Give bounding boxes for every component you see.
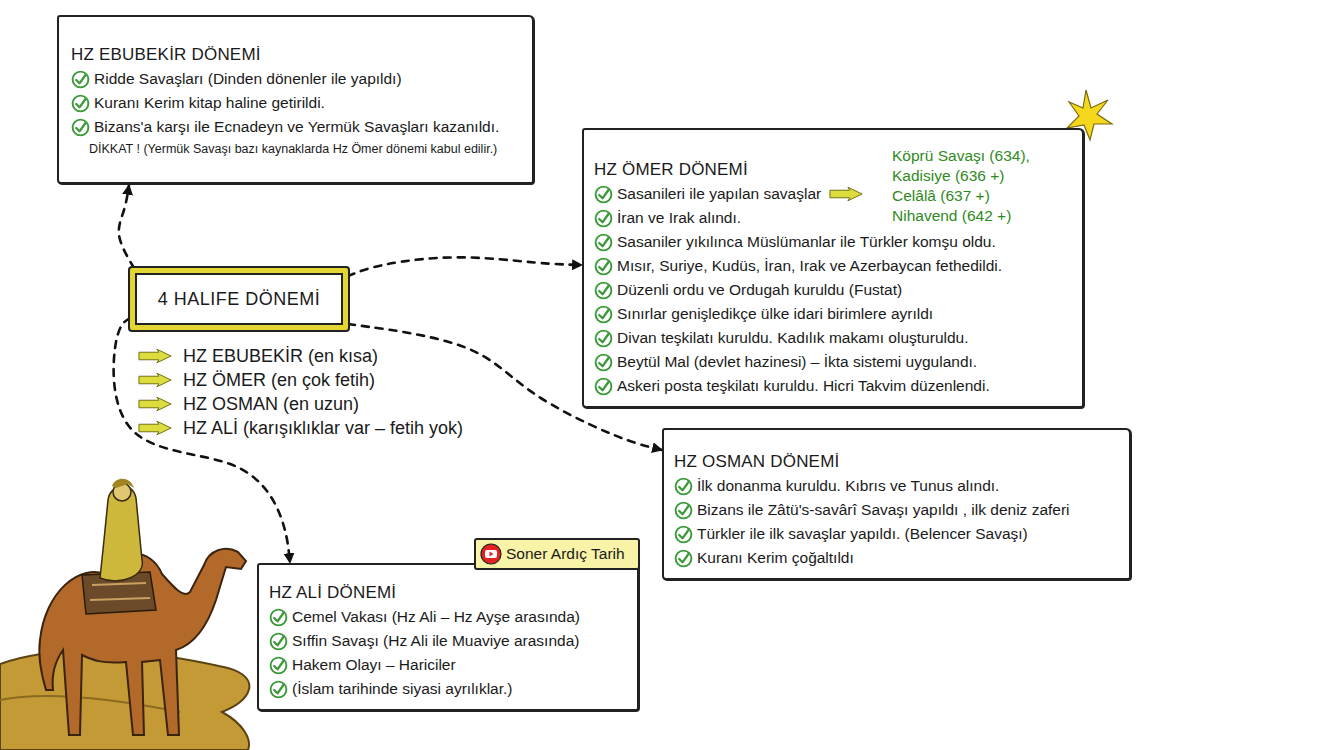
bullet-row: Bizans ile Zâtü's-savârî Savaşı yapıldı …: [674, 498, 1115, 522]
check-icon: [674, 477, 693, 496]
bullet-text: Sınırlar genişledikçe ülke idari birimle…: [617, 302, 933, 326]
bullet-row: Kuranı Kerim çoğaltıldı: [674, 546, 1115, 570]
bullet-text: Mısır, Suriye, Kudüs, İran, Irak ve Azer…: [617, 254, 1002, 278]
battle-text: Köprü Savaşı (634),: [892, 146, 1030, 166]
camel-illustration: [0, 479, 249, 750]
bullet-row: Sasanileri ile yapılan savaşlar: [594, 182, 1068, 206]
battle-text: Kadisiye (636 +): [892, 166, 1030, 186]
channel-name: Soner Ardıç Tarih: [506, 545, 625, 563]
check-icon: [269, 632, 288, 651]
bullet-row: Beytül Mal (devlet hazinesi) – İkta sist…: [594, 350, 1068, 374]
bullet-row: (İslam tarihinde siyasi ayrılıklar.): [269, 677, 623, 701]
check-icon: [594, 353, 613, 372]
bullet-row: Sıffin Savaşı (Hz Ali ile Muaviye arasın…: [269, 629, 623, 653]
central-box: 4 HALIFE DÖNEMİ: [130, 268, 348, 330]
check-icon: [594, 257, 613, 276]
caliph-label: HZ ALİ (karışıklıklar var – fetih yok): [183, 416, 463, 440]
check-icon: [594, 209, 613, 228]
list-arrow: [139, 349, 171, 363]
bullet-text: Askeri posta teşkilatı kuruldu. Hicri Ta…: [617, 374, 990, 398]
bullet-row: Sınırlar genişledikçe ülke idari birimle…: [594, 302, 1068, 326]
bullet-text: Türkler ile ilk savaşlar yapıldı. (Belen…: [697, 522, 1028, 546]
check-icon: [594, 233, 613, 252]
bullet-text: Sasanileri ile yapılan savaşlar: [617, 182, 821, 206]
box-heading: HZ ALİ DÖNEMİ: [269, 581, 623, 605]
bullet-text: Beytül Mal (devlet hazinesi) – İkta sist…: [617, 350, 977, 374]
check-icon: [674, 549, 693, 568]
bullet-row: Askeri posta teşkilatı kuruldu. Hicri Ta…: [594, 374, 1068, 398]
bullet-row: Divan teşkilatı kuruldu. Kadılık makamı …: [594, 326, 1068, 350]
bullet-text: Hakem Olayı – Hariciler: [292, 653, 456, 677]
bullet-text: İlk donanma kuruldu. Kıbrıs ve Tunus alı…: [697, 474, 999, 498]
check-icon: [269, 680, 288, 699]
bullet-row: Mısır, Suriye, Kudüs, İran, Irak ve Azer…: [594, 254, 1068, 278]
check-icon: [71, 94, 90, 113]
list-arrow: [139, 421, 171, 435]
bullet-row: Düzenli ordu ve Ordugah kuruldu (Fustat): [594, 278, 1068, 302]
bullet-text: Ridde Savaşları (Dinden dönenler ile yap…: [94, 67, 402, 91]
check-icon: [594, 377, 613, 396]
youtube-icon: [480, 543, 502, 565]
bullet-text: Sasaniler yıkılınca Müslümanlar ile Türk…: [617, 230, 996, 254]
star-icon: [1067, 90, 1112, 140]
check-icon: [71, 70, 90, 89]
bullet-row: Hakem Olayı – Hariciler: [269, 653, 623, 677]
period-box: HZ ALİ DÖNEMİCemel Vakası (Hz Ali – Hz A…: [257, 563, 640, 712]
check-icon: [71, 118, 90, 137]
caliph-label: HZ ÖMER (en çok fetih): [183, 368, 375, 392]
dashed-arrow: [119, 185, 134, 268]
bullet-row: Ridde Savaşları (Dinden dönenler ile yap…: [71, 67, 518, 91]
check-icon: [674, 525, 693, 544]
check-icon: [594, 185, 613, 204]
center-title: 4 HALIFE DÖNEMİ: [158, 289, 321, 310]
bullet-text: Kuranı Kerim çoğaltıldı: [697, 546, 854, 570]
caliph-label: HZ OSMAN (en uzun): [183, 392, 359, 416]
check-icon: [269, 608, 288, 627]
box-heading: HZ OSMAN DÖNEMİ: [674, 450, 1115, 474]
bullet-row: Cemel Vakası (Hz Ali – Hz Ayşe arasında): [269, 605, 623, 629]
box-heading: HZ EBUBEKİR DÖNEMİ: [71, 43, 518, 67]
check-icon: [594, 281, 613, 300]
bullet-row: Kuranı Kerim kitap haline getirildi.: [71, 91, 518, 115]
bullet-row: İlk donanma kuruldu. Kıbrıs ve Tunus alı…: [674, 474, 1115, 498]
bullet-row: Bizans'a karşı ile Ecnadeyn ve Yermük Sa…: [71, 115, 518, 139]
bullet-text: Sıffin Savaşı (Hz Ali ile Muaviye arasın…: [292, 629, 579, 653]
channel-tag: Soner Ardıç Tarih: [474, 538, 640, 570]
check-icon: [674, 501, 693, 520]
bullet-text: (İslam tarihinde siyasi ayrılıklar.): [292, 677, 513, 701]
bullet-text: Bizans ile Zâtü's-savârî Savaşı yapıldı …: [697, 498, 1070, 522]
bullet-text: İran ve Irak alındı.: [617, 206, 741, 230]
bullet-text: Cemel Vakası (Hz Ali – Hz Ayşe arasında): [292, 605, 580, 629]
bullet-text: Bizans'a karşı ile Ecnadeyn ve Yermük Sa…: [94, 115, 499, 139]
note-text: DİKKAT ! (Yermük Savaşı bazı kaynaklarda…: [71, 139, 518, 159]
check-icon: [269, 656, 288, 675]
battle-text: Celâlâ (637 +): [892, 186, 1030, 206]
battle-list: Köprü Savaşı (634),Kadisiye (636 +)Celâl…: [892, 146, 1030, 226]
bullet-text: Kuranı Kerim kitap haline getirildi.: [94, 91, 325, 115]
bullet-text: Divan teşkilatı kuruldu. Kadılık makamı …: [617, 326, 969, 350]
list-arrow: [139, 397, 171, 411]
caliph-label: HZ EBUBEKİR (en kısa): [183, 344, 378, 368]
list-arrow: [139, 373, 171, 387]
bullet-text: Düzenli ordu ve Ordugah kuruldu (Fustat): [617, 278, 902, 302]
bullet-row: Türkler ile ilk savaşlar yapıldı. (Belen…: [674, 522, 1115, 546]
dashed-arrow: [348, 257, 582, 276]
period-box: HZ OSMAN DÖNEMİİlk donanma kuruldu. Kıbr…: [662, 428, 1132, 581]
period-box: HZ EBUBEKİR DÖNEMİRidde Savaşları (Dinde…: [57, 15, 535, 185]
pointer-arrow: [829, 186, 863, 202]
bullet-row: Sasaniler yıkılınca Müslümanlar ile Türk…: [594, 230, 1068, 254]
check-icon: [594, 305, 613, 324]
check-icon: [594, 329, 613, 348]
period-box: HZ ÖMER DÖNEMİSasanileri ile yapılan sav…: [582, 128, 1085, 409]
battle-text: Nihavend (642 +): [892, 206, 1030, 226]
